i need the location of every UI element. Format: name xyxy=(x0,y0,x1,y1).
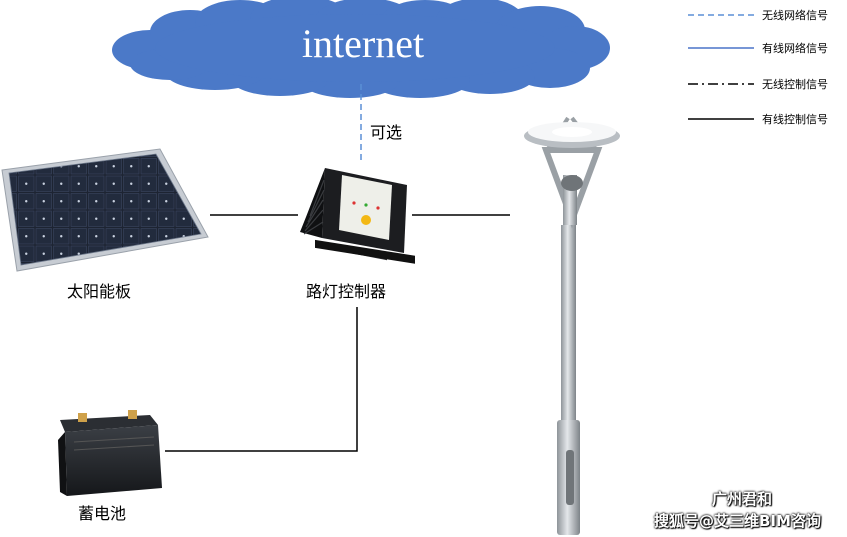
internet-cloud xyxy=(112,0,610,98)
watermark-line1: 广州君和 xyxy=(712,490,773,508)
legend-label-wireless-control: 无线控制信号 xyxy=(762,78,828,91)
street-lamp-image xyxy=(524,116,620,535)
controller-image xyxy=(300,168,415,264)
legend xyxy=(688,14,754,120)
watermark-line2: 搜狐号@艾三维BIM咨询 xyxy=(654,512,821,530)
battery-image xyxy=(58,410,162,496)
cloud-label: internet xyxy=(301,21,425,66)
solar-panel-image xyxy=(1,148,209,272)
solar-panel-label: 太阳能板 xyxy=(67,282,132,301)
optional-label: 可选 xyxy=(370,123,403,142)
battery-label: 蓄电池 xyxy=(78,504,127,523)
legend-label-wired-control: 有线控制信号 xyxy=(762,113,828,126)
controller-battery-wire xyxy=(165,307,358,452)
legend-label-wired-network: 有线网络信号 xyxy=(762,42,828,55)
legend-label-wireless-network: 无线网络信号 xyxy=(762,9,828,22)
controller-label: 路灯控制器 xyxy=(306,282,387,301)
